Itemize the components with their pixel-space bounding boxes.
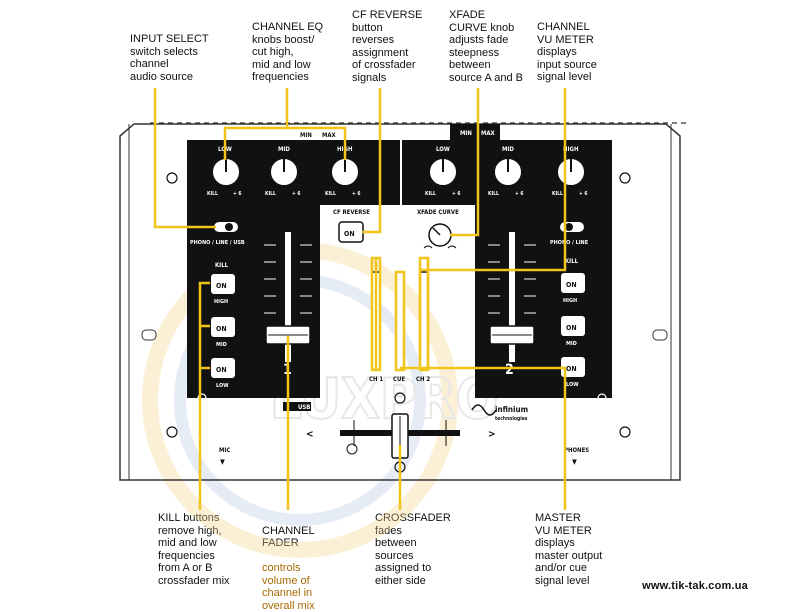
switch-toggle-icon [565, 223, 573, 231]
button-on-label: ON [566, 324, 577, 332]
button-on-label: ON [216, 325, 227, 333]
channel-1-panel [187, 140, 400, 398]
mixer-body [119, 122, 690, 481]
button-on-label: ON [216, 282, 227, 290]
crossfader: < > [306, 413, 496, 459]
infinity-icon [471, 404, 497, 416]
kill-mid-button[interactable] [211, 317, 235, 337]
callout-channel-vu: CHANNEL VU METER displays input source s… [537, 21, 597, 83]
knob-plus6-label: + 6 [452, 191, 460, 197]
footer-url: www.tik-tak.com.ua [642, 580, 748, 592]
callout-input-select: INPUT SELECT switch selects channel audi… [130, 33, 209, 83]
infinium-sub: technologies [495, 416, 528, 422]
kill-buttons-ch2: KILL ON HIGH ON MID ON LOW [561, 258, 585, 388]
kill-mid-button[interactable] [561, 316, 585, 336]
cf-reverse-label: CF REVERSE [333, 209, 370, 216]
usb-logo [283, 402, 311, 411]
knob-plus6-label: + 6 [515, 191, 523, 197]
mic-label: MIC [219, 447, 230, 454]
knob-plus6-label: + 6 [292, 191, 300, 197]
eq-mid-label: MID [278, 146, 290, 153]
kill-high-button[interactable] [561, 273, 585, 293]
knob-kill-label: KILL [488, 191, 499, 197]
knob-kill-label: KILL [325, 191, 336, 197]
knob-kill-label: KILL [552, 191, 563, 197]
kill-low-label: LOW [216, 383, 229, 389]
xfade-curve-label: XFADE CURVE [417, 209, 459, 216]
vu-cue-label: CUE [393, 376, 405, 383]
eq-low-label: LOW [436, 146, 450, 153]
kill-low-label: LOW [566, 382, 579, 388]
callout-cf-reverse: CF REVERSE button reverses assignment of… [352, 9, 423, 84]
kill-mid-label: MID [566, 341, 577, 347]
callout-xfade-curve: XFADE CURVE knob adjusts fade steepness … [449, 9, 523, 84]
max-label: MAX [322, 132, 337, 139]
curve-icon [423, 245, 457, 249]
knob-kill-label: KILL [265, 191, 276, 197]
switch-toggle-icon [225, 223, 233, 231]
min-label: MIN [460, 130, 472, 137]
mic-arrow-icon: ▼ [220, 458, 225, 466]
cf-reverse-button-label: ON [344, 230, 355, 238]
kill-low-button[interactable] [211, 358, 235, 378]
button-on-label: ON [216, 366, 227, 374]
arrow-right-icon: > [488, 429, 496, 440]
kill-mid-label: MID [216, 342, 227, 348]
channel-number: 2 [505, 362, 514, 378]
knob-plus6-label: + 6 [352, 191, 360, 197]
kill-low-button[interactable] [561, 357, 585, 377]
input-select-label-ch2: PHONO / LINE [550, 240, 589, 246]
input-select-label-ch1: PHONO / LINE / USB [190, 240, 245, 246]
infinium-logo: infinium [495, 405, 528, 414]
callout-lines [153, 88, 567, 510]
kill-high-button[interactable] [211, 274, 235, 294]
min-label: MIN [300, 132, 312, 139]
eq-high-label: HIGH [563, 146, 579, 153]
knob-kill-label: KILL [207, 191, 218, 197]
kill-high-label: HIGH [563, 298, 577, 304]
button-on-label: ON [566, 365, 577, 373]
kill-high-label: HIGH [214, 299, 228, 305]
phones-label: PHONES [564, 447, 589, 454]
max-label: MAX [481, 130, 496, 137]
knob-plus6-label: + 6 [579, 191, 587, 197]
kill-buttons-ch1: KILL ON HIGH ON MID ON LOW [211, 262, 235, 389]
screws [166, 172, 631, 473]
callout-channel-eq: CHANNEL EQ knobs boost/ cut high, mid an… [252, 21, 324, 83]
kill-label: KILL [565, 258, 579, 265]
phones-arrow-icon: ▼ [572, 458, 577, 466]
usb-logo-text: USB [298, 404, 310, 411]
eq-mid-label: MID [502, 146, 514, 153]
arrow-left-icon: < [306, 429, 314, 440]
min-max-tab [450, 124, 500, 140]
knob-kill-label: KILL [425, 191, 436, 197]
callout-channel-fader-title: CHANNEL FADER [262, 524, 315, 550]
channel-fader-ch2: 2 [488, 232, 536, 378]
kill-label: KILL [215, 262, 229, 269]
knob-plus6-label: + 6 [233, 191, 241, 197]
callout-kill-buttons: KILL buttons remove high, mid and low fr… [158, 512, 230, 587]
vu-ch1-label: CH 1 [369, 376, 383, 383]
vu-ch2-label: CH 2 [416, 376, 430, 383]
button-on-label: ON [566, 281, 577, 289]
callout-master-vu: MASTER VU METER displays master output a… [535, 512, 603, 587]
callout-crossfader: CROSSFADER fades between sources assigne… [375, 512, 451, 587]
